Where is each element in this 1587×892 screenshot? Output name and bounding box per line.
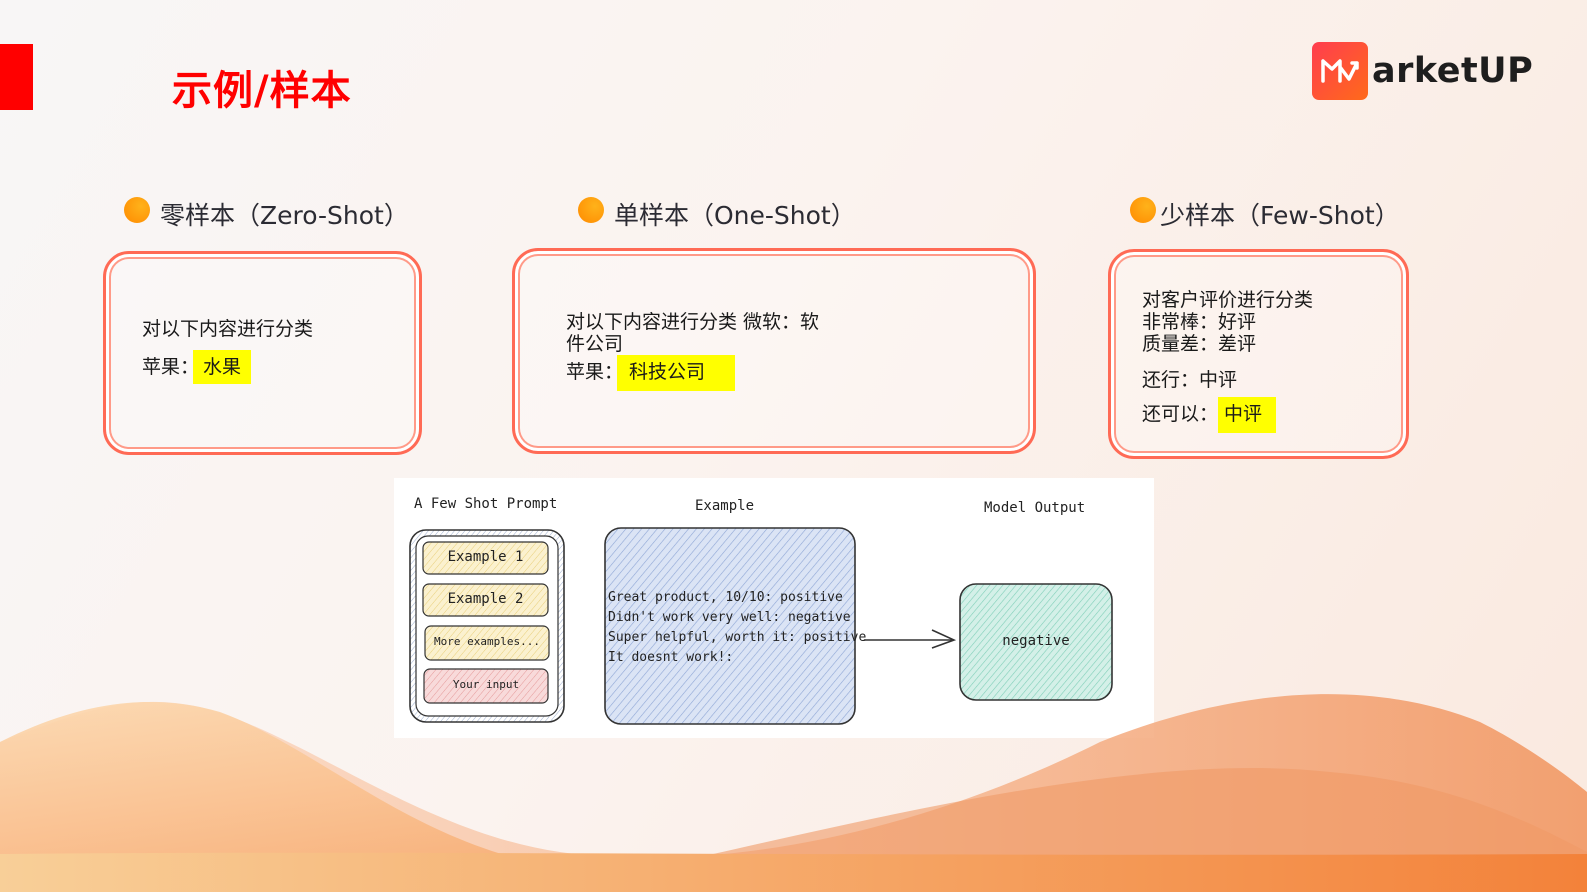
one-shot-card: 对以下内容进行分类 微软：软 件公司 苹果：科技公司 — [512, 248, 1036, 454]
zero-shot-heading-text: 零样本（Zero-Shot） — [160, 201, 409, 230]
card-line: 对客户评价进行分类 — [1142, 289, 1314, 311]
zero-shot-heading: 零样本（Zero-Shot） — [124, 196, 409, 232]
one-shot-heading: 单样本（One-Shot） — [578, 196, 856, 232]
card-line: 对以下内容进行分类 微软：软 — [566, 311, 820, 333]
output-title: Model Output — [984, 500, 1086, 516]
few-shot-heading: 少样本（Few-Shot） — [1130, 196, 1400, 232]
card-line: 非常棒：好评 — [1142, 311, 1257, 333]
card-line: 件公司 — [566, 333, 624, 355]
zero-shot-card: 对以下内容进行分类 苹果：水果 — [103, 251, 422, 455]
example-lines: Great product, 10/10: positive Didn't wo… — [608, 588, 866, 668]
accent-bar — [0, 44, 33, 110]
card-prefix: 苹果： — [142, 356, 200, 378]
few-shot-diagram: A Few Shot Prompt Example 1 Example 2 Mo… — [394, 478, 1154, 738]
prompt-item: Example 1 — [447, 549, 524, 565]
highlighted-answer: 中评 — [1218, 397, 1277, 433]
prompt-title: A Few Shot Prompt — [414, 496, 558, 512]
example-line: Didn't work very well: negative — [608, 610, 851, 625]
card-prefix: 还可以： — [1142, 403, 1219, 425]
highlighted-answer: 水果 — [193, 350, 252, 384]
card-prefix: 苹果： — [566, 361, 624, 383]
example-line: It doesnt work!: — [608, 650, 734, 665]
card-line: 还行：中评 — [1142, 369, 1238, 391]
highlighted-answer: 科技公司 — [617, 355, 736, 391]
one-shot-heading-text: 单样本（One-Shot） — [614, 201, 856, 230]
logo-text: arketUP — [1372, 51, 1534, 91]
card-line: 对以下内容进行分类 — [142, 318, 314, 340]
page-title: 示例/样本 — [172, 68, 352, 114]
example-line: Super helpful, worth it: positive — [608, 630, 867, 645]
decorative-waves — [0, 694, 1587, 892]
few-shot-heading-text: 少样本（Few-Shot） — [1160, 201, 1400, 230]
example-line: Great product, 10/10: positive — [608, 590, 843, 605]
bullet-dot-icon — [578, 197, 604, 223]
logo-m-icon — [1312, 42, 1368, 100]
output-value: negative — [1002, 633, 1070, 649]
card-line: 质量差：差评 — [1142, 333, 1257, 355]
prompt-item: More examples... — [434, 635, 540, 648]
bullet-dot-icon — [124, 197, 150, 223]
bullet-dot-icon — [1130, 197, 1156, 223]
marketup-logo: arketUP — [1312, 42, 1533, 100]
few-shot-card: 对客户评价进行分类 非常棒：好评 质量差：差评 还行：中评 还可以：中评 — [1108, 249, 1409, 459]
prompt-item-your-input: Your input — [452, 678, 520, 691]
example-title: Example — [695, 498, 755, 514]
prompt-item: Example 2 — [447, 591, 524, 607]
